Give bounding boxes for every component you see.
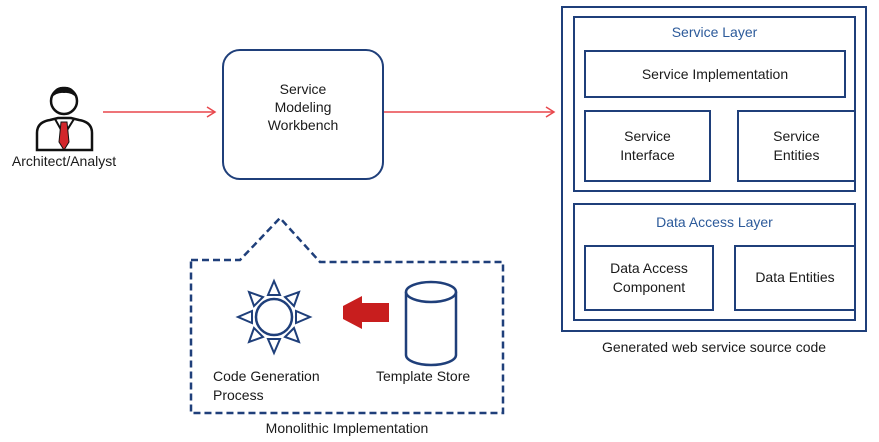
- actor-label: Architect/Analyst: [11, 153, 117, 169]
- workbench-line2: Modeling: [274, 99, 332, 115]
- architect-person-icon: [35, 86, 94, 152]
- service-interface-box: Service Interface: [584, 110, 711, 182]
- data-access-component-line2: Component: [612, 279, 686, 295]
- data-entities-box: Data Entities: [734, 245, 856, 311]
- workbench-to-generated-arrow: [384, 106, 556, 118]
- service-entities-box: Service Entities: [737, 110, 856, 182]
- service-implementation-label: Service Implementation: [641, 66, 789, 82]
- data-access-layer-title: Data Access Layer: [656, 214, 773, 230]
- workbench-line1: Service: [279, 81, 327, 97]
- monolithic-caption: Monolithic Implementation: [265, 420, 429, 436]
- service-interface-line2: Interface: [620, 147, 675, 163]
- data-access-component-line1: Data Access: [610, 260, 688, 276]
- service-entities-line1: Service: [773, 128, 820, 144]
- template-store-label: Template Store: [376, 368, 471, 384]
- service-modeling-workbench: Service Modeling Workbench: [222, 49, 384, 180]
- data-access-component-box: Data Access Component: [584, 245, 714, 311]
- monolithic-outline: [189, 216, 505, 415]
- actor-to-workbench-arrow: [103, 106, 217, 118]
- code-generation-sun-icon: [235, 278, 313, 356]
- service-implementation-box: Service Implementation: [584, 50, 846, 98]
- code-generation-line2: Process: [213, 387, 264, 403]
- data-entities-label: Data Entities: [755, 269, 835, 285]
- template-store-cylinder-icon: [404, 280, 458, 367]
- workbench-line3: Workbench: [267, 117, 339, 133]
- generated-caption: Generated web service source code: [601, 339, 827, 355]
- code-generation-line1: Code Generation: [213, 368, 320, 384]
- service-entities-line2: Entities: [773, 147, 820, 163]
- template-to-codegen-arrow: [343, 296, 389, 329]
- service-interface-line1: Service: [624, 128, 671, 144]
- service-layer-title: Service Layer: [671, 24, 758, 40]
